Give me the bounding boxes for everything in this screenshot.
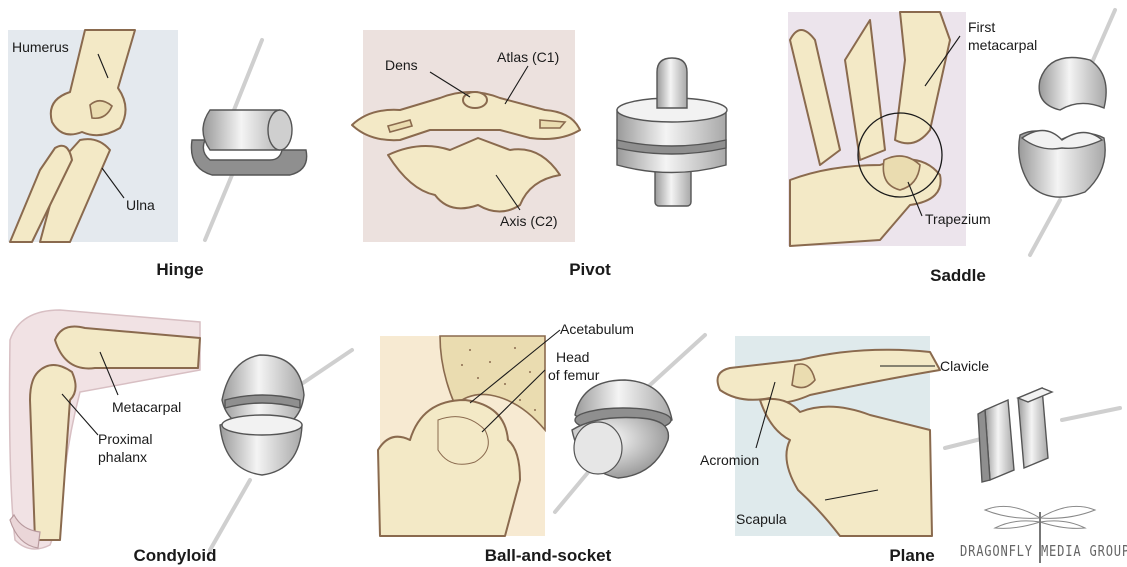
- label-clavicle: Clavicle: [940, 358, 989, 374]
- label-ulna: Ulna: [126, 197, 155, 213]
- label-humerus: Humerus: [12, 39, 69, 55]
- label-phalanx: phalanx: [98, 449, 147, 465]
- caption-condyloid: Condyloid: [133, 546, 216, 565]
- label-trapezium: Trapezium: [925, 211, 991, 227]
- label-acetabulum: Acetabulum: [560, 321, 634, 337]
- logo-text: DRAGONFLY MEDIA GROUP: [960, 542, 1127, 560]
- hinge-panel: Humerus Ulna Hinge: [8, 30, 307, 279]
- caption-ball-and-socket: Ball-and-socket: [485, 546, 612, 565]
- caption-pivot: Pivot: [569, 260, 611, 279]
- condyloid-panel: Metacarpal Proximal phalanx Condyloid: [10, 310, 352, 565]
- label-head: Head: [556, 349, 589, 365]
- label-acromion: Acromion: [700, 452, 759, 468]
- label-atlas-c1: Atlas (C1): [497, 49, 559, 65]
- label-axis-c2: Axis (C2): [500, 213, 558, 229]
- label-metacarpal-first: metacarpal: [968, 37, 1037, 53]
- caption-plane: Plane: [889, 546, 934, 565]
- plane-panel: Clavicle Acromion Scapula Plane: [700, 336, 1120, 565]
- ball-and-socket-panel: Acetabulum Head of femur Ball-and-socket: [378, 321, 705, 565]
- label-scapula: Scapula: [736, 511, 787, 527]
- caption-hinge: Hinge: [156, 260, 203, 279]
- label-dens: Dens: [385, 57, 418, 73]
- condyloid-finger-illustration: [10, 310, 200, 549]
- plane-mechanical-model: [945, 388, 1120, 482]
- label-first: First: [968, 19, 995, 35]
- saddle-panel: First metacarpal Trapezium Saddle: [788, 10, 1115, 285]
- pivot-mechanical-model: [617, 58, 727, 206]
- dragonfly-logo: DRAGONFLY MEDIA GROUP: [960, 506, 1127, 563]
- label-of-femur: of femur: [548, 367, 600, 383]
- condyloid-mechanical-model: [210, 350, 352, 550]
- label-proximal: Proximal: [98, 431, 152, 447]
- label-metacarpal: Metacarpal: [112, 399, 181, 415]
- pivot-panel: Dens Atlas (C1) Axis (C2) Pivot: [352, 30, 727, 279]
- caption-saddle: Saddle: [930, 266, 986, 285]
- hinge-mechanical-model: [191, 40, 306, 240]
